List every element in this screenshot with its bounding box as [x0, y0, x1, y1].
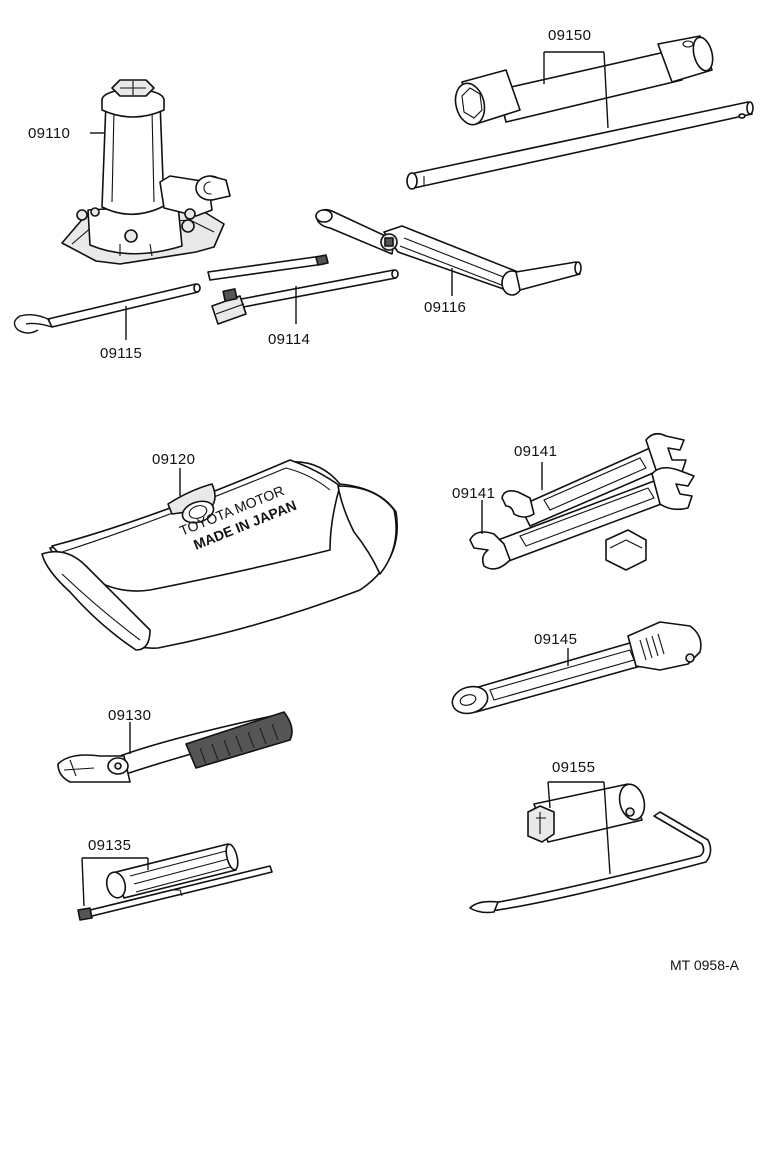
jack-illustration	[61, 79, 231, 265]
part-number-spark-plug-wrench: 09155	[552, 759, 595, 776]
tool-bag-illustration	[41, 459, 398, 651]
diagram-reference-code: MT 0958-A	[670, 957, 740, 973]
adjustable-wrench-illustration	[451, 621, 702, 715]
part-number-pliers: 09130	[108, 707, 151, 724]
part-number-open-end-wrench-lower: 09141	[452, 485, 495, 502]
spark-plug-wrench-leader	[547, 781, 611, 875]
part-number-jack-handle-extension: 09114	[268, 331, 310, 348]
screwdriver-illustration	[77, 843, 273, 921]
part-number-tool-bag: 09120	[152, 451, 195, 468]
part-number-adjustable-wrench: 09145	[534, 631, 577, 648]
part-number-jack-handle-hook: 09115	[100, 345, 142, 362]
part-number-jack: 09110	[28, 125, 70, 142]
jack-handle-wrench-illustration	[315, 208, 582, 296]
wheel-nut-wrench-leader	[543, 51, 609, 129]
wheel-nut-wrench-illustration	[406, 35, 754, 190]
spark-plug-wrench-illustration	[469, 783, 712, 914]
part-number-screwdriver: 09135	[88, 837, 131, 854]
part-number-open-end-wrench-upper: 09141	[514, 443, 557, 460]
screwdriver-leader	[81, 857, 149, 907]
jack-handle-extension-illustration	[207, 254, 399, 325]
open-end-wrench-lower-illustration	[469, 466, 695, 571]
jack-handle-hook-illustration	[13, 283, 201, 334]
part-number-wheel-nut-wrench: 09150	[548, 27, 591, 44]
pliers-illustration	[57, 711, 293, 783]
part-number-jack-handle-wrench: 09116	[424, 299, 466, 316]
